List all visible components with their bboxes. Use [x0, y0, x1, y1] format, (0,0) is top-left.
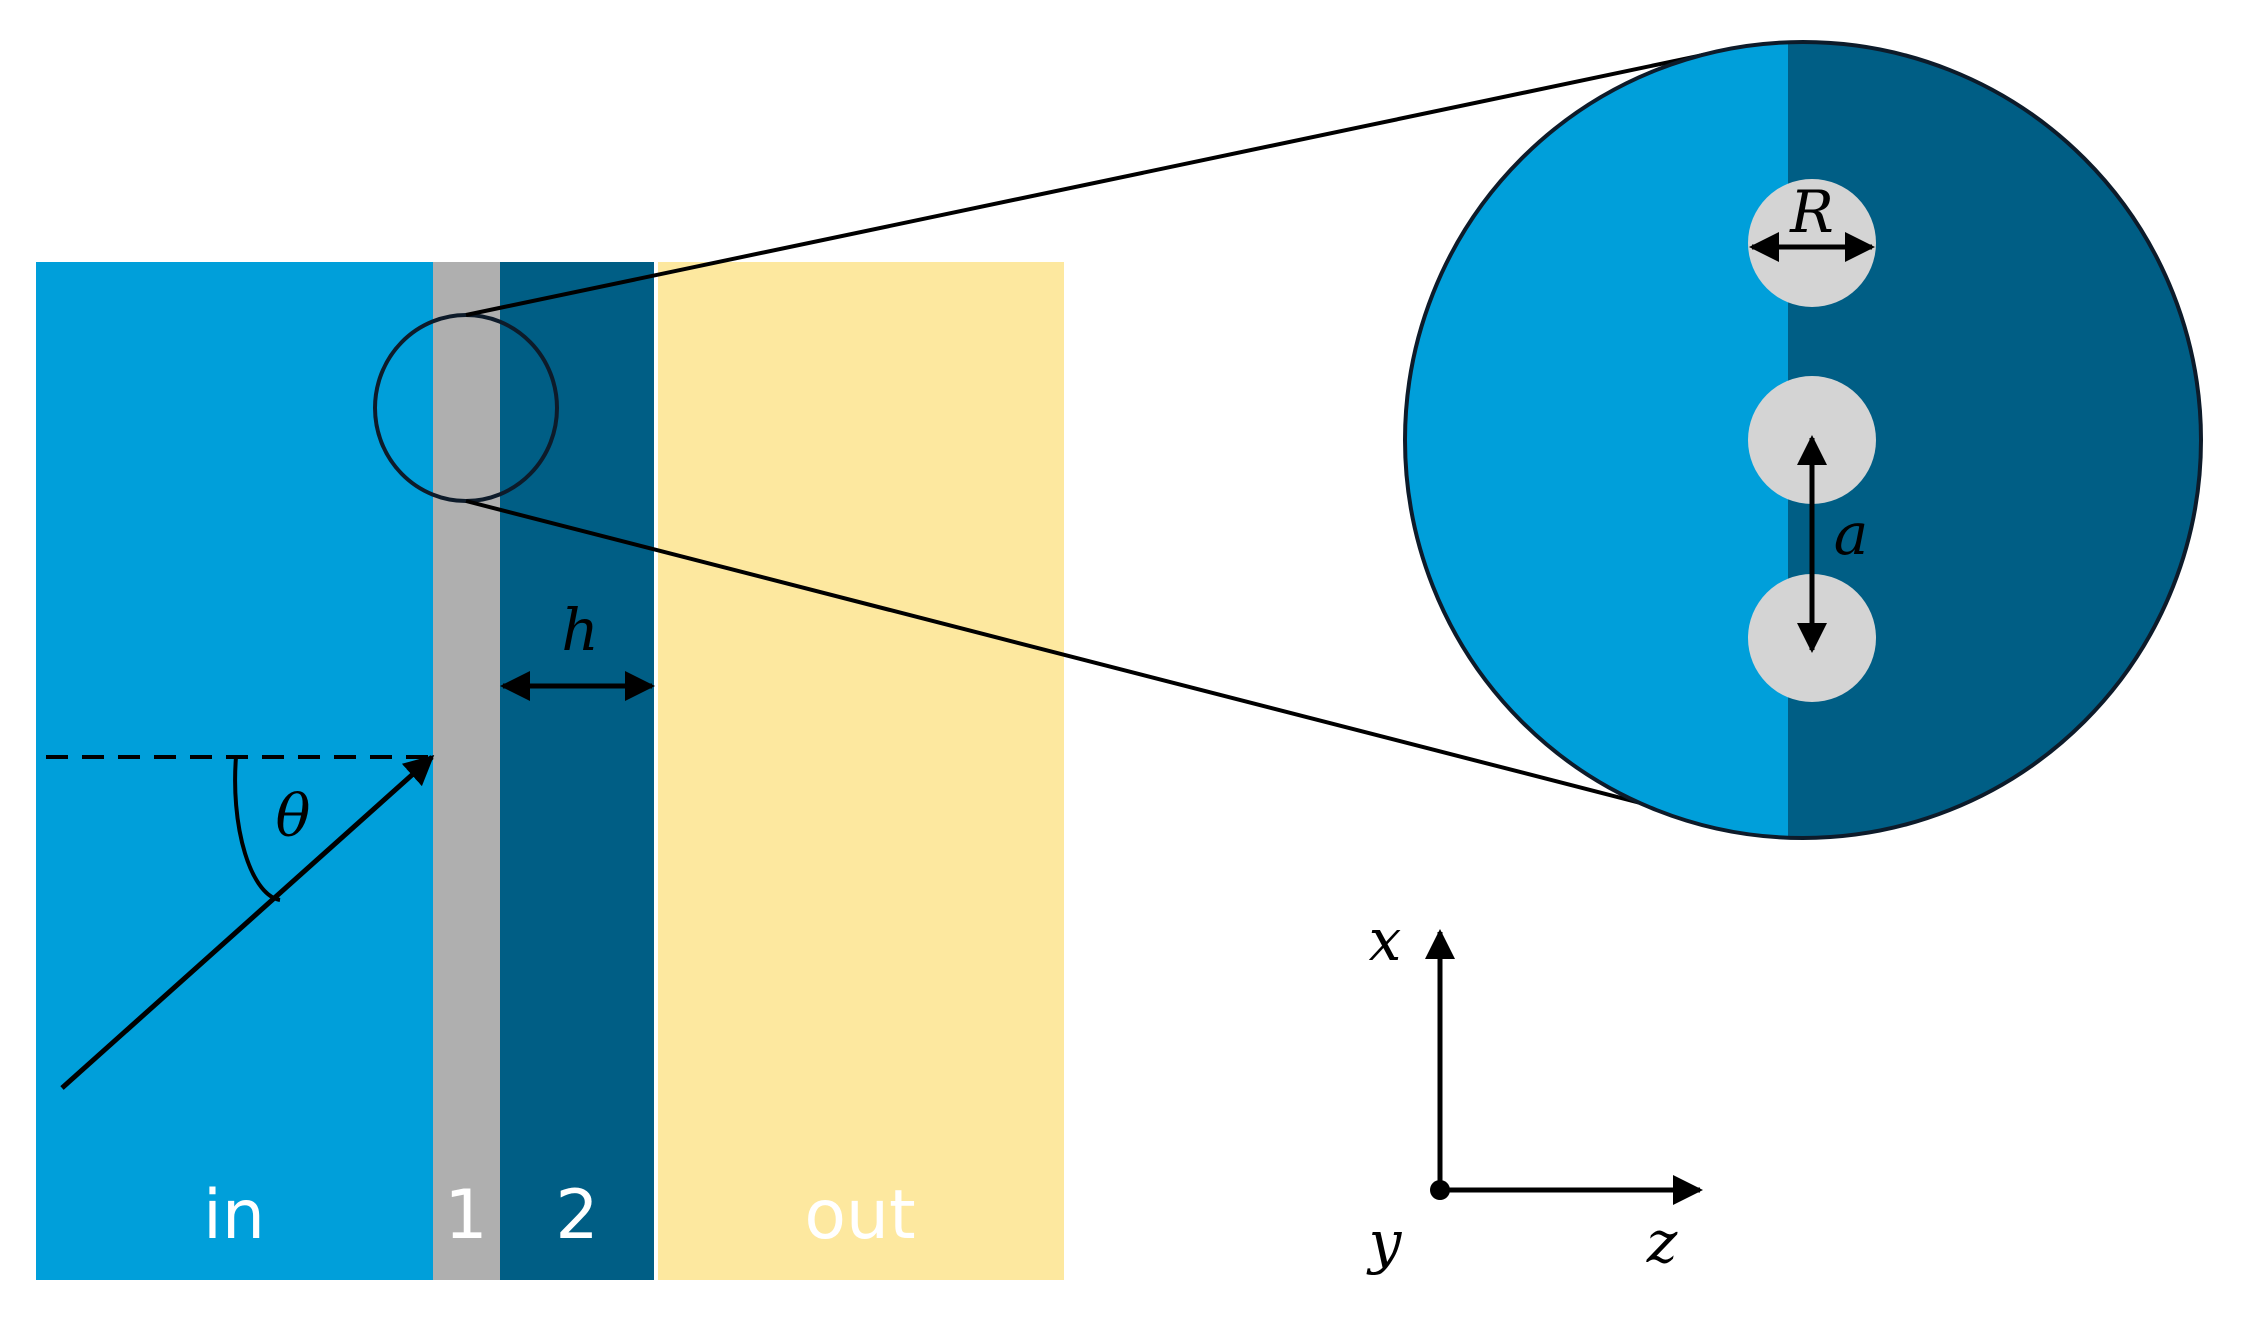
zoom-medium-in	[1405, 42, 1788, 838]
period-symbol: a	[1834, 500, 1869, 568]
zoom-circle-outline	[1403, 40, 2203, 840]
label-layer-2: 2	[555, 1176, 598, 1255]
label-layer-1: 1	[444, 1176, 487, 1255]
radius-symbol: R	[1789, 178, 1834, 246]
y-axis-label: y	[1366, 1208, 1403, 1276]
thickness-symbol: h	[561, 596, 598, 664]
z-axis-label: z	[1646, 1208, 1678, 1276]
medium-out-region	[658, 262, 1064, 1280]
x-axis-label: x	[1369, 906, 1402, 974]
layer-1-region	[433, 262, 500, 1280]
incidence-angle-symbol: θ	[276, 782, 311, 850]
label-out: out	[804, 1176, 915, 1255]
label-in: in	[203, 1176, 265, 1255]
layer-2-region	[500, 262, 654, 1280]
zoom-line-bottom	[465, 499, 1704, 821]
y-axis-dot	[1430, 1180, 1450, 1200]
zoom-line-top	[465, 52, 1709, 317]
incidence-angle-arc	[233, 756, 281, 902]
incident-beam-arrow	[60, 754, 435, 1090]
